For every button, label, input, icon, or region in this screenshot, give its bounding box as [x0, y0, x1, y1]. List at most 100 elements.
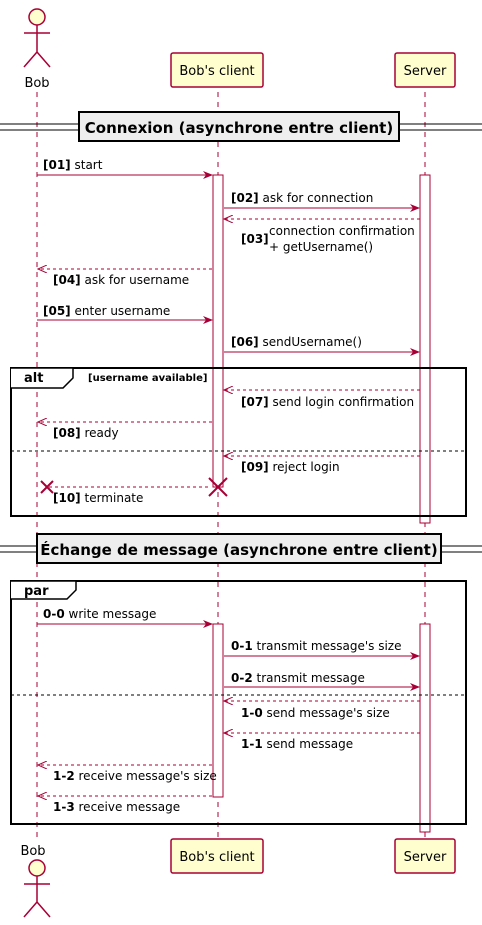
divider-echange: Échange de message (asynchrone entre cli…: [0, 533, 482, 564]
svg-text:0-0 write message: 0-0 write message: [43, 607, 156, 621]
bob-actor-body: [23, 25, 51, 68]
message-1-1: 1-1 send message: [224, 733, 420, 751]
message-label: sendUsername(): [263, 335, 362, 349]
bob-label-top: Bob: [24, 76, 49, 91]
bob-actor-bottom: Bob: [20, 844, 51, 918]
messages: [01] start [02] ask for connection [03] …: [37, 158, 420, 814]
client-label-bottom: Bob's client: [179, 850, 254, 865]
svg-text:1-2 receive message's size: 1-2 receive message's size: [53, 769, 217, 783]
destroy-client-icon: [208, 477, 228, 497]
participants-top: Bob Bob's client Server: [23, 8, 456, 91]
message-03: [03] connection confirmation + getUserna…: [224, 219, 420, 254]
client-box-top: Bob's client: [170, 52, 264, 88]
message-10: [10] terminate: [40, 477, 228, 505]
message-number: 1-0: [241, 706, 263, 720]
divider-connexion-label: Connexion (asynchrone entre client): [85, 119, 393, 137]
message-label: send message's size: [267, 706, 390, 720]
message-label: send message: [267, 737, 354, 751]
server-activation-1: [419, 174, 431, 524]
message-label-line2: + getUsername(): [269, 240, 373, 254]
message-number: [06]: [231, 335, 259, 349]
message-01: [01] start: [37, 158, 213, 179]
message-08: [08] ready: [38, 422, 212, 440]
svg-text:[07] send login confirmation: [07] send login confirmation: [241, 395, 414, 409]
svg-text:[09] reject login: [09] reject login: [241, 460, 340, 474]
message-number: [08]: [53, 426, 81, 440]
svg-text:1-0 send message's size: 1-0 send message's size: [241, 706, 390, 720]
message-1-3: 1-3 receive message: [38, 796, 212, 814]
bob-actor-head: [28, 8, 46, 26]
destroy-bob-icon: [40, 480, 54, 494]
server-box-top: Server: [394, 52, 456, 88]
alt-fragment: alt [username available]: [10, 367, 467, 517]
message-number: [07]: [241, 395, 269, 409]
message-label: send login confirmation: [273, 395, 415, 409]
message-label: reject login: [273, 460, 340, 474]
svg-text:[03]: [03]: [241, 232, 269, 246]
svg-text:[08] ready: [08] ready: [53, 426, 119, 440]
participants-bottom: Bob Bob's client Server: [20, 838, 456, 918]
message-number: [01]: [43, 158, 71, 172]
message-number: 0-0: [43, 607, 65, 621]
message-number: [05]: [43, 304, 71, 318]
client-label-top: Bob's client: [179, 64, 254, 79]
message-1-0: 1-0 send message's size: [224, 701, 420, 720]
message-07: [07] send login confirmation: [224, 390, 420, 409]
divider-connexion: Connexion (asynchrone entre client): [0, 111, 482, 142]
svg-text:0-1 transmit message's size: 0-1 transmit message's size: [231, 639, 401, 653]
message-number: 1-3: [53, 800, 75, 814]
message-05: [05] enter username: [37, 304, 213, 324]
message-0-0: 0-0 write message: [37, 607, 213, 628]
message-1-2: 1-2 receive message's size: [38, 765, 217, 783]
svg-text:[06] sendUsername(): [06] sendUsername(): [231, 335, 362, 349]
alt-keyword: alt: [24, 371, 43, 386]
bob-label-bottom: Bob: [20, 844, 45, 859]
par-fragment: par: [10, 580, 467, 825]
message-label: enter username: [75, 304, 171, 318]
alt-guard: [username available]: [88, 373, 207, 384]
message-label: ask for username: [85, 273, 190, 287]
message-label: start: [75, 158, 103, 172]
svg-text:[04] ask for username: [04] ask for username: [53, 273, 189, 287]
client-activation-1: [212, 174, 224, 488]
message-09: [09] reject login: [224, 456, 420, 474]
message-number: [02]: [231, 191, 259, 205]
message-number: [10]: [53, 491, 81, 505]
client-box-bottom: Bob's client: [170, 838, 264, 874]
svg-text:[02] ask for connection: [02] ask for connection: [231, 191, 373, 205]
message-label: ready: [85, 426, 119, 440]
par-keyword: par: [24, 584, 49, 599]
message-number: 1-2: [53, 769, 75, 783]
message-label: write message: [69, 607, 157, 621]
message-number: [04]: [53, 273, 81, 287]
message-02: [02] ask for connection: [224, 191, 420, 212]
message-06: [06] sendUsername(): [224, 335, 420, 356]
svg-text:[01] start: [01] start: [43, 158, 103, 172]
message-0-1: 0-1 transmit message's size: [224, 639, 420, 660]
message-label: ask for connection: [263, 191, 374, 205]
divider-echange-label: Échange de message (asynchrone entre cli…: [40, 540, 437, 559]
server-label-top: Server: [404, 64, 447, 79]
server-activation-2: [419, 623, 431, 833]
message-label: connection confirmation: [269, 224, 415, 238]
message-label: receive message: [79, 800, 181, 814]
message-number: 1-1: [241, 737, 263, 751]
server-label-bottom: Server: [404, 850, 447, 865]
server-box-bottom: Server: [394, 838, 456, 874]
svg-text:1-3 receive message: 1-3 receive message: [53, 800, 180, 814]
svg-text:0-2 transmit message: 0-2 transmit message: [231, 671, 365, 685]
svg-text:[05] enter username: [05] enter username: [43, 304, 170, 318]
message-label: terminate: [85, 491, 144, 505]
message-number: [09]: [241, 460, 269, 474]
bob-actor-head: [28, 859, 46, 877]
svg-text:1-1 send message: 1-1 send message: [241, 737, 353, 751]
message-04: [04] ask for username: [38, 269, 212, 287]
svg-text:[10] terminate: [10] terminate: [53, 491, 143, 505]
message-label: transmit message: [257, 671, 365, 685]
message-label: transmit message's size: [257, 639, 402, 653]
message-number: 0-1: [231, 639, 253, 653]
bob-actor-body: [23, 876, 51, 918]
message-0-2: 0-2 transmit message: [224, 671, 420, 691]
bob-actor-top: Bob: [23, 8, 51, 91]
